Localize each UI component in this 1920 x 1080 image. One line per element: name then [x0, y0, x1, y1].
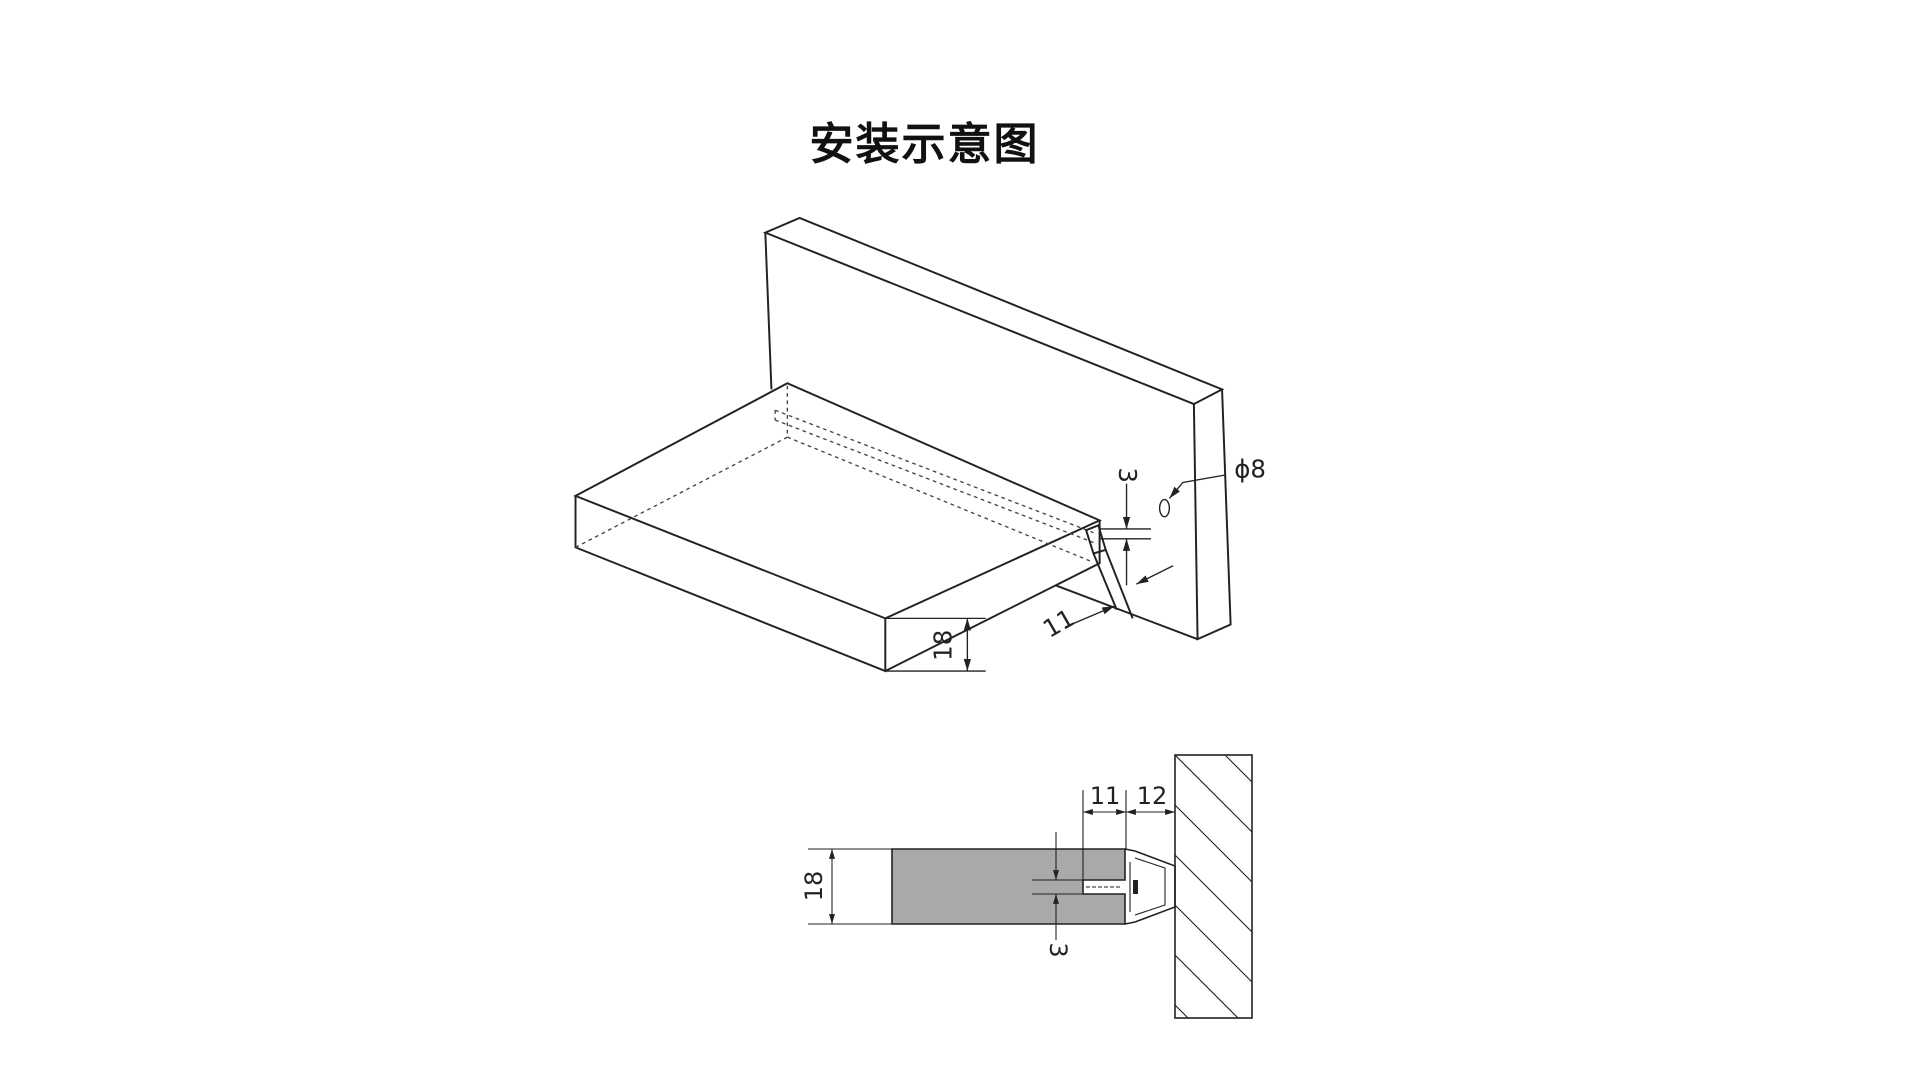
wall-hatched	[1174, 754, 1253, 1019]
section-dim-label-18: 18	[800, 871, 828, 902]
dim-label-18: 18	[928, 630, 957, 661]
isometric-view: 18 3 11 ϕ8	[573, 216, 1266, 673]
section-dimension-11-12: 11 12	[1082, 782, 1175, 880]
screw-hole	[1158, 498, 1171, 518]
led-profile-section	[1124, 848, 1176, 925]
shelf-board	[573, 382, 1102, 673]
diagram-title: 安装示意图	[809, 119, 1040, 170]
section-dim-label-3: 3	[1044, 942, 1072, 957]
section-dimension-3: 3	[1032, 832, 1083, 958]
dim-label-phi8: ϕ8	[1234, 455, 1266, 484]
dim-label-11: 11	[1038, 603, 1079, 644]
dimension-18: 18	[885, 617, 986, 672]
dimension-hole: ϕ8	[1158, 455, 1266, 518]
section-view: 18 3 11 12	[800, 754, 1253, 1019]
dim-label-3: 3	[1113, 467, 1142, 483]
led-profile	[1084, 524, 1134, 619]
dimension-3: 3	[1099, 467, 1152, 586]
section-dim-label-11: 11	[1090, 782, 1121, 810]
back-panel	[762, 216, 1232, 641]
shelf-section	[891, 848, 1126, 925]
section-dim-label-12: 12	[1137, 782, 1168, 810]
section-dimension-18: 18	[800, 848, 892, 925]
